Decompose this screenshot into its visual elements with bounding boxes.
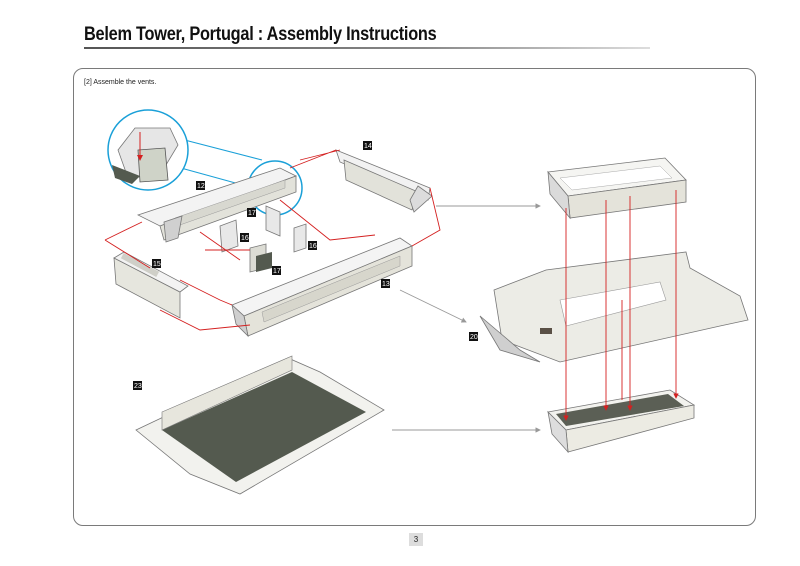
part-label-17b-text: 17 xyxy=(273,268,281,275)
zoom-detail-circle xyxy=(107,109,303,216)
part-label-12-text: 12 xyxy=(197,183,205,190)
step-instruction: [2] Assemble the vents. xyxy=(84,79,157,86)
part-label-14: 14 xyxy=(363,141,372,150)
part-14-wall xyxy=(335,149,433,213)
part-label-16b: 16 xyxy=(308,241,317,250)
part-label-23-text: 23 xyxy=(134,383,142,390)
part-label-14-text: 14 xyxy=(364,143,372,150)
direction-arrows xyxy=(392,203,541,433)
page-title: Belem Tower, Portugal : Assembly Instruc… xyxy=(84,24,437,45)
part-20-base xyxy=(479,251,749,363)
vent-frame-top xyxy=(547,157,687,220)
part-label-13: 13 xyxy=(381,279,390,288)
part-label-16a-text: 16 xyxy=(241,235,249,242)
part-12-wall xyxy=(136,167,298,243)
part-label-17a-text: 17 xyxy=(248,210,256,217)
part-label-12: 12 xyxy=(196,181,205,190)
part-label-16a: 16 xyxy=(240,233,249,242)
part-label-15: 15 xyxy=(152,259,161,268)
page-number: 3 xyxy=(409,533,423,546)
part-15-wall xyxy=(113,251,189,319)
part-16-17-pieces xyxy=(219,205,307,273)
glue-guides xyxy=(104,149,441,331)
part-label-23: 23 xyxy=(133,381,142,390)
alignment-guides xyxy=(563,190,679,421)
title-rule xyxy=(84,47,650,49)
vent-tray-bottom xyxy=(547,389,696,454)
part-label-17a: 17 xyxy=(247,208,256,217)
part-label-13-text: 13 xyxy=(382,281,390,288)
part-label-17b: 17 xyxy=(272,266,281,275)
part-label-20-text: 20 xyxy=(470,334,478,341)
part-label-15-text: 15 xyxy=(153,261,161,268)
part-13-wall xyxy=(231,237,413,338)
part-label-20: 20 xyxy=(469,332,478,341)
part-23-tray xyxy=(135,355,385,495)
part-label-16b-text: 16 xyxy=(309,243,317,250)
